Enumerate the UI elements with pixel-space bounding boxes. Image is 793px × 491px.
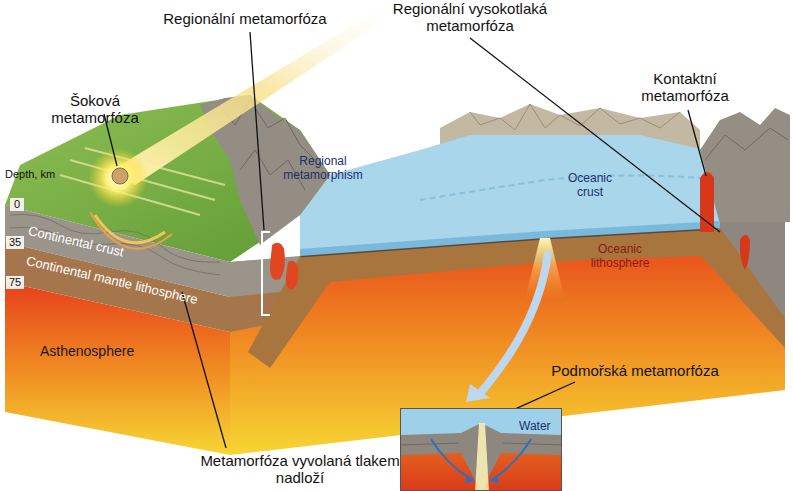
callout-label: Šoková metamorfóza <box>25 92 165 127</box>
depth-tick: 35 <box>6 236 24 249</box>
depth-tick: 0 <box>10 198 24 211</box>
inner-label: Oceanic crust <box>555 172 625 200</box>
callout-label: Podmořská metamorfóza <box>545 362 725 379</box>
layer-name: Asthenosphere <box>40 343 170 359</box>
inner-label: Oceanic lithosphere <box>575 243 665 271</box>
callout-label: Metamorfóza vyvolaná tlakem nadloží <box>200 452 400 487</box>
inset-label: Water <box>519 419 551 433</box>
callout-label: Regionální vysokotlaká metamorfóza <box>370 0 570 35</box>
inner-label: Regional metamorphism <box>268 155 378 183</box>
callout-label: Kontaktní metamorfóza <box>615 70 755 105</box>
depth-tick: 75 <box>6 276 24 289</box>
axis-title: Depth, km <box>5 168 85 181</box>
callout-label: Regionální metamorfóza <box>160 10 330 27</box>
inset-panel: Water <box>400 408 562 491</box>
